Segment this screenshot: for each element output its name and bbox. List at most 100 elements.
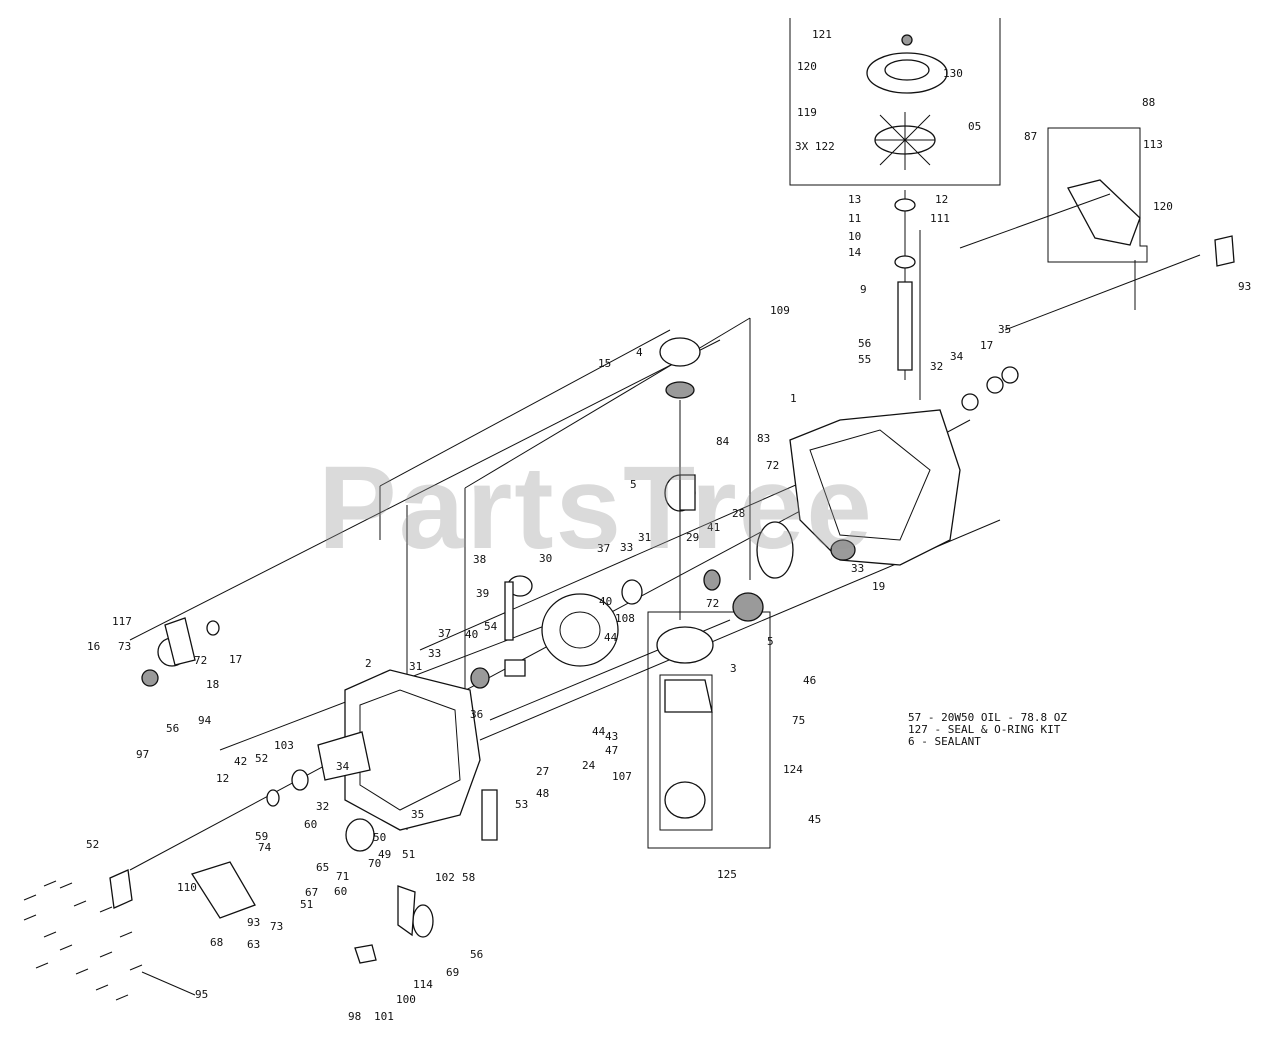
callout-label: 111	[930, 212, 950, 225]
callout-label: 30	[539, 552, 552, 565]
callout-label: 24	[582, 759, 596, 772]
callout-label: 35	[411, 808, 424, 821]
callout-label: 87	[1024, 130, 1037, 143]
left-housing[interactable]	[344, 669, 481, 831]
callout-label: 93	[1238, 280, 1251, 293]
pulley-fan-inset	[789, 18, 1001, 186]
callout-label: 05	[968, 120, 981, 133]
callout-label: 72	[706, 597, 719, 610]
callout-label: 95	[195, 988, 208, 1001]
callout-label: 31	[409, 660, 422, 673]
cover-inset	[1047, 127, 1148, 263]
callout-label: 98	[348, 1010, 361, 1023]
callout-label: 44	[592, 725, 606, 738]
callout-label: 3	[730, 662, 737, 675]
callout-label: 12	[216, 772, 229, 785]
large-gear-30[interactable]	[541, 593, 619, 667]
callout-label: 33	[620, 541, 633, 554]
callout-label: 72	[194, 654, 207, 667]
callout-label: 50	[373, 831, 386, 844]
callout-label: 125	[717, 868, 737, 881]
callout-label: 10	[848, 230, 861, 243]
callout-label: 17	[229, 653, 242, 666]
callout-label: 56	[858, 337, 871, 350]
callout-label: 42	[234, 755, 247, 768]
callout-label: 124	[783, 763, 803, 776]
gear-19[interactable]	[830, 539, 856, 561]
bolt-cluster	[23, 880, 196, 1001]
small-parts	[109, 235, 1235, 964]
callout-label: 69	[446, 966, 459, 979]
callout-label: 34	[950, 350, 964, 363]
callout-label: 48	[536, 787, 549, 800]
callout-label: 100	[396, 993, 416, 1006]
callout-label: 83	[757, 432, 770, 445]
callout-label: 32	[930, 360, 943, 373]
callout-label: 56	[470, 948, 483, 961]
callout-label: 5	[767, 635, 774, 648]
callout-label: 27	[536, 765, 549, 778]
callout-label: 84	[716, 435, 730, 448]
callout-label: 120	[1153, 200, 1173, 213]
callout-label: 35	[998, 323, 1011, 336]
callout-label: 101	[374, 1010, 394, 1023]
callout-label: 60	[334, 885, 347, 898]
callout-label: 15	[598, 357, 611, 370]
main-housing[interactable]	[789, 409, 961, 566]
callout-label: 28	[732, 507, 745, 520]
callout-label: 47	[605, 744, 618, 757]
callout-label: 13	[848, 193, 861, 206]
callout-label: 93	[247, 916, 260, 929]
callout-label: 33	[851, 562, 864, 575]
gear-5[interactable]	[732, 592, 764, 622]
callout-label: 44	[604, 631, 618, 644]
callout-label: 130	[943, 67, 963, 80]
callout-label: 55	[858, 353, 871, 366]
callout-label: 72	[766, 459, 779, 472]
callout-label: 110	[177, 881, 197, 894]
callout-label: 121	[812, 28, 832, 41]
callout-label: 17	[980, 339, 993, 352]
callout-label: 14	[848, 246, 862, 259]
callout-label: 51	[300, 898, 313, 911]
gear-28[interactable]	[756, 521, 794, 579]
callout-label: 70	[368, 857, 381, 870]
callout-label: 49	[378, 848, 391, 861]
note-line: 6 - SEALANT	[908, 735, 981, 748]
callout-label: 51	[402, 848, 415, 861]
callout-label: 5	[630, 478, 637, 491]
callout-label: 67	[305, 886, 318, 899]
callout-label: 63	[247, 938, 260, 951]
callout-label: 39	[476, 587, 489, 600]
notes: 57 - 20W50 OIL - 78.8 OZ 127 - SEAL & O-…	[908, 712, 1067, 748]
callout-label: 73	[270, 920, 283, 933]
callout-label: 65	[316, 861, 329, 874]
callout-label: 33	[428, 647, 441, 660]
callout-label: 108	[615, 612, 635, 625]
callout-label: 36	[470, 708, 483, 721]
callout-label: 120	[797, 60, 817, 73]
callout-label: 29	[686, 531, 699, 544]
callout-label: 3X 122	[795, 140, 835, 153]
callout-label: 54	[484, 620, 498, 633]
callout-label: 117	[112, 615, 132, 628]
callout-label: 38	[473, 553, 486, 566]
note-line: 127 - SEAL & O-RING KIT	[908, 723, 1061, 736]
callout-label: 75	[792, 714, 805, 727]
callout-label: 32	[316, 800, 329, 813]
callout-label: 102	[435, 871, 455, 884]
callout-label: 45	[808, 813, 821, 826]
callout-label: 88	[1142, 96, 1155, 109]
note-line: 57 - 20W50 OIL - 78.8 OZ	[908, 711, 1067, 724]
callout-label: 43	[605, 730, 618, 743]
callout-label: 7	[0, 0, 7, 3]
pump-inset	[647, 611, 771, 849]
callout-label: 113	[1143, 138, 1163, 151]
callout-label: 31	[638, 531, 651, 544]
callout-label: 2	[365, 657, 372, 670]
callout-label: 99	[0, 0, 13, 3]
callout-label: 59	[255, 830, 268, 843]
callout-label: 11	[848, 212, 861, 225]
